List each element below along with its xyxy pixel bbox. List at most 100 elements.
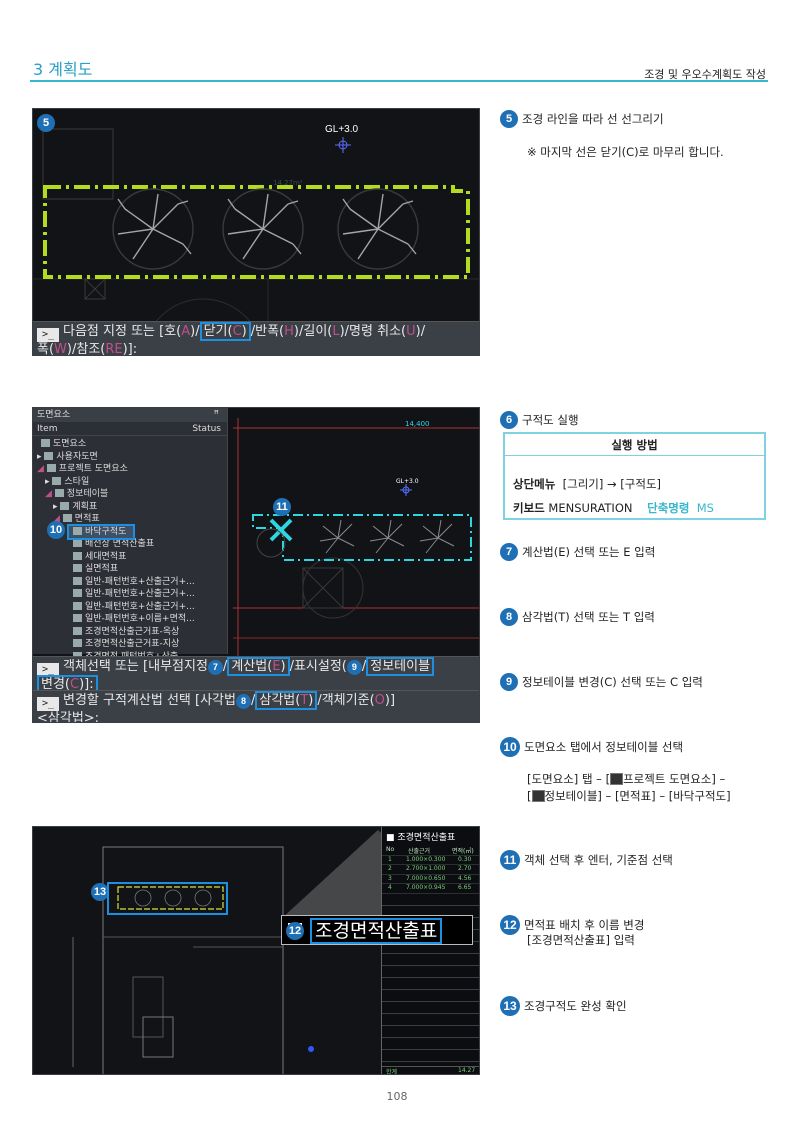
table-name-field[interactable]: 조경면적산출표: [310, 918, 443, 944]
cmd-option-triangle[interactable]: 삼각법(T): [255, 691, 318, 710]
pin-icon[interactable]: ꟸ: [213, 410, 219, 420]
step-badge-12: 12: [286, 922, 304, 940]
cmd-text: /: [250, 693, 256, 708]
tree-item-label: 실면적표: [85, 564, 119, 574]
cmd-key-a[interactable]: A: [181, 324, 191, 339]
exec-cmd-label: 단축명령: [647, 501, 690, 515]
exec-cmd-value: MS: [696, 501, 714, 515]
tree-item-label: 바닥구적도: [85, 526, 127, 537]
section-rule: [30, 80, 768, 82]
tree-item[interactable]: ◢ 면적표: [33, 513, 227, 526]
step-text: 면적표 배치 후 이름 변경: [524, 918, 645, 932]
cmd-text: 다음점 지정 또는 [호(: [63, 324, 182, 339]
step-badge-10: 10: [500, 737, 520, 757]
cad-drawing: [33, 128, 479, 355]
style-icon: [52, 476, 62, 485]
collapse-icon: ◢: [37, 464, 47, 474]
tree-item[interactable]: 조경면적산출근거표-지상: [33, 638, 227, 651]
execution-method-title: 실행 방법: [505, 434, 764, 456]
cmd-text: )]: [384, 693, 396, 708]
tree-item[interactable]: 도면요소: [33, 438, 227, 451]
column-item: Item: [37, 424, 58, 434]
total-label: 합계: [386, 1068, 398, 1075]
cmd-option-label: 삼각법(: [259, 693, 301, 708]
command-prompt-icon: >_: [37, 697, 59, 711]
tree-item-label: 스타일: [64, 476, 90, 487]
tree-item[interactable]: ▸ 계획표: [33, 501, 227, 514]
cmd-option-rectangle[interactable]: 사각법: [200, 693, 236, 708]
cmd-close-option[interactable]: 닫기(C): [199, 322, 251, 341]
tree-item[interactable]: 실면적표: [33, 563, 227, 576]
command-prompt-icon: >_: [37, 328, 59, 342]
cmd-text: /: [361, 659, 367, 674]
table-icon: [73, 539, 82, 547]
cmd-option-calc-method[interactable]: 계산법(E): [227, 657, 290, 676]
cmd-key-u[interactable]: U: [406, 324, 416, 339]
tree-item[interactable]: 일반-패턴번호+산출근거+...: [33, 601, 227, 614]
highlight-landscape-box: [107, 882, 228, 915]
cell: 2.70: [458, 865, 472, 872]
note-text: [: [527, 789, 532, 803]
tree-item-selected[interactable]: 바닥구적도: [67, 523, 135, 540]
step-10-note: [도면요소] 탭 – [프로젝트 도면요소] – [정보테이블] – [면적표]…: [527, 771, 731, 805]
tree-item-label: 일반-패턴번호+산출근거+...: [85, 589, 195, 599]
cmd-key-re[interactable]: RE: [105, 342, 123, 356]
tree-item-label: 계획표: [72, 501, 98, 512]
command-line[interactable]: >_다음점 지정 또는 [호(A)/닫기(C)/반폭(H)/길이(L)/명령 취…: [33, 321, 479, 356]
cmd-text: /객체기준(: [317, 693, 375, 708]
cmd-key-o[interactable]: O: [374, 693, 385, 708]
tree-item-label: 일반-패턴번호+산출근거+...: [85, 576, 195, 587]
cmd-option-internal-point[interactable]: 내부점지정: [148, 659, 208, 674]
cmd-text: 폭(: [37, 342, 55, 356]
step-text: 조경 라인을 따라 선 선그리기: [522, 112, 664, 126]
step-text: 삼각법(T) 선택 또는 T 입력: [522, 610, 655, 624]
execution-method-box: 실행 방법 상단메뉴 [그리기] → [구적도] 키보드 MENSURATION…: [503, 432, 766, 520]
step-5-note: ※ 마지막 선은 닫기(C)로 마무리 합니다.: [527, 145, 724, 159]
tree-item[interactable]: ▸ 사용자도면: [33, 451, 227, 464]
tree-item[interactable]: ◢ 정보테이블: [33, 488, 227, 501]
folder-icon: [60, 501, 70, 510]
tree-item-label: 조경면적산출근거표-지상: [85, 639, 180, 649]
tree-list: 도면요소 ▸ 사용자도면 ◢ 프로젝트 도면요소 ▸ 스타일 ◢ 정보테이블 ▸…: [33, 436, 227, 663]
cmd-key-t: T: [300, 693, 309, 708]
cmd-key-h[interactable]: H: [284, 324, 294, 339]
note-text: 정보테이블] – [면적표] – [바닥구적도]: [544, 789, 731, 803]
cmd-option-info-table-cont[interactable]: 변경(C)]:: [37, 675, 98, 694]
cmd-close-end: ): [241, 324, 247, 339]
table-icon: [54, 489, 64, 497]
step-badge-11: 11: [273, 498, 291, 516]
exec-menu-row: 상단메뉴 [그리기] → [구적도]: [513, 476, 661, 492]
tree-item-label: 정보테이블: [66, 489, 109, 499]
tree-item[interactable]: 배전상 면적산출표: [33, 538, 227, 551]
cmd-key-w[interactable]: W: [54, 342, 67, 356]
step-badge-7: 7: [207, 660, 223, 675]
table-name-zoom: 12 조경면적산출표: [281, 915, 473, 945]
note-text: [도면요소] 탭 – [: [527, 772, 611, 786]
tree-item[interactable]: 일반-패턴번호+산출근거+...: [33, 576, 227, 589]
tree-item-label: 조경면적산출근거표-옥상: [85, 626, 180, 637]
tree-item[interactable]: ◢ 프로젝트 도면요소: [33, 463, 227, 476]
tree-item[interactable]: 조경면적산출근거표-옥상: [33, 626, 227, 639]
tree-item[interactable]: 일반-패턴번호+산출근거+...: [33, 588, 227, 601]
cmd-key-l[interactable]: L: [332, 324, 340, 339]
cmd-option-info-table[interactable]: 정보테이블: [366, 657, 435, 676]
tree-item[interactable]: ▸ 스타일: [33, 476, 227, 489]
tree-item[interactable]: 일반-패턴번호+이름+면적...: [33, 613, 227, 626]
command-prompt-icon: >_: [37, 663, 59, 677]
expand-icon: ▸: [37, 451, 45, 462]
tree-item[interactable]: 세대면적표: [33, 551, 227, 564]
step-badge-9: 9: [346, 660, 362, 675]
step-badge-9: 9: [500, 673, 518, 691]
